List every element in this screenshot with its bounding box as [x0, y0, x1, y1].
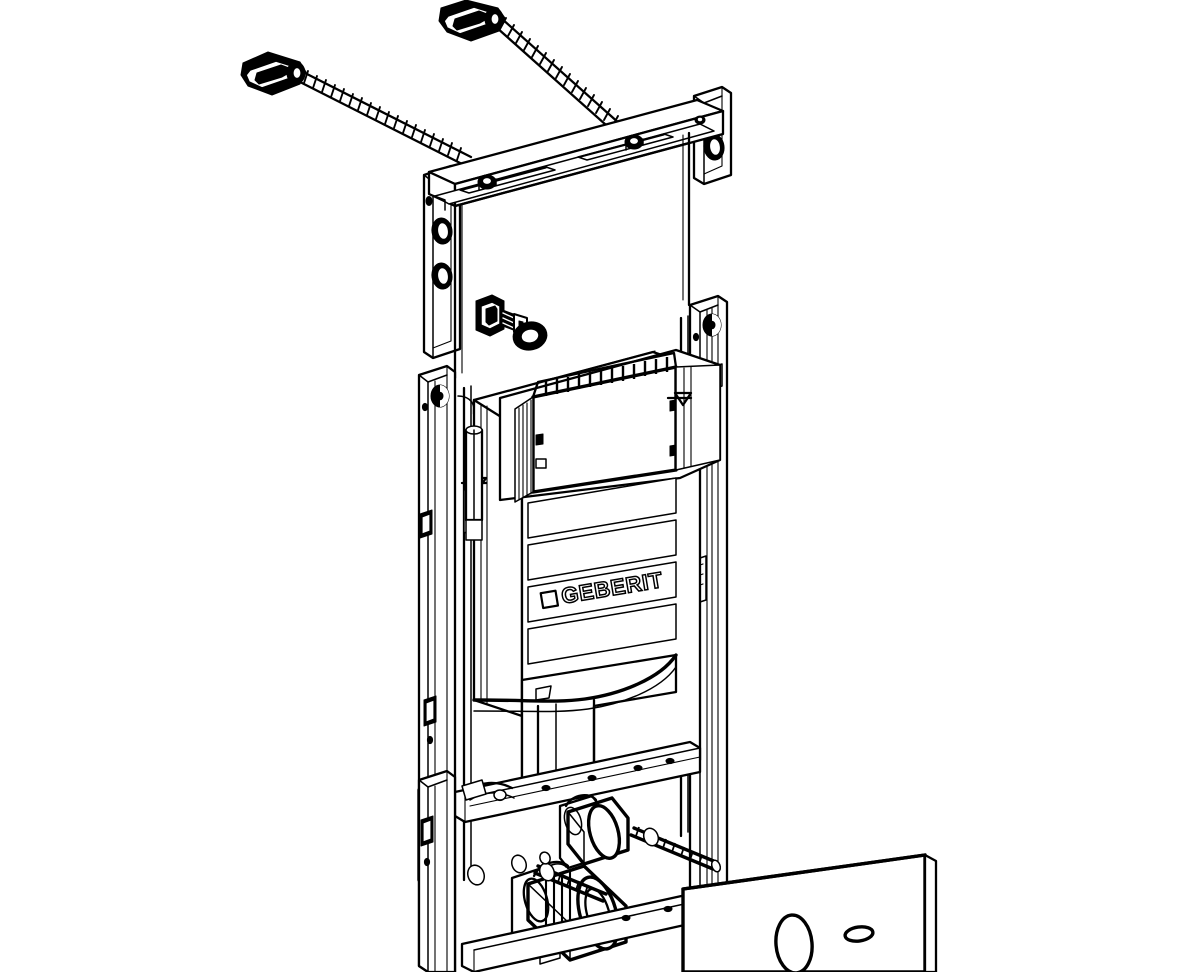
wall-anchor-left: [240, 51, 473, 169]
concealed-cistern: GEBERIT: [472, 348, 722, 794]
inlet-valve-assembly: [475, 294, 548, 351]
wc-bolt-lower: [533, 862, 608, 903]
full-flush-button[interactable]: [774, 913, 815, 972]
crossbar-perforations: [495, 757, 675, 802]
wc-bolt-upper: [629, 826, 722, 873]
clevis-fork-left-icon: [240, 51, 307, 96]
geberit-square-mark: [539, 589, 560, 610]
wall-anchor-right: [438, 0, 631, 143]
partial-flush-button[interactable]: [843, 925, 875, 943]
frame-leg-left-foreground: [417, 769, 457, 972]
upper-post-left: [422, 164, 462, 360]
slide-nut-right: [624, 134, 644, 151]
lower-fixing-eyelets: [466, 851, 551, 886]
inspection-opening-plate: [498, 348, 722, 503]
clevis-fork-right-icon: [438, 0, 506, 42]
actuator-plate: [681, 853, 938, 972]
cistern-front-panels: [527, 477, 677, 665]
slide-nut-left: [477, 174, 497, 191]
flush-pipe-connector: [558, 794, 630, 870]
thread-hatching-right: [499, 17, 619, 128]
sealing-ring-icon: [512, 321, 548, 351]
upper-frame-assembly: [422, 85, 733, 380]
thread-hatching-left: [303, 70, 462, 161]
flush-bend-left: [461, 779, 515, 801]
top-crossbar: [427, 98, 725, 211]
internal-fill-tube: [457, 395, 484, 541]
